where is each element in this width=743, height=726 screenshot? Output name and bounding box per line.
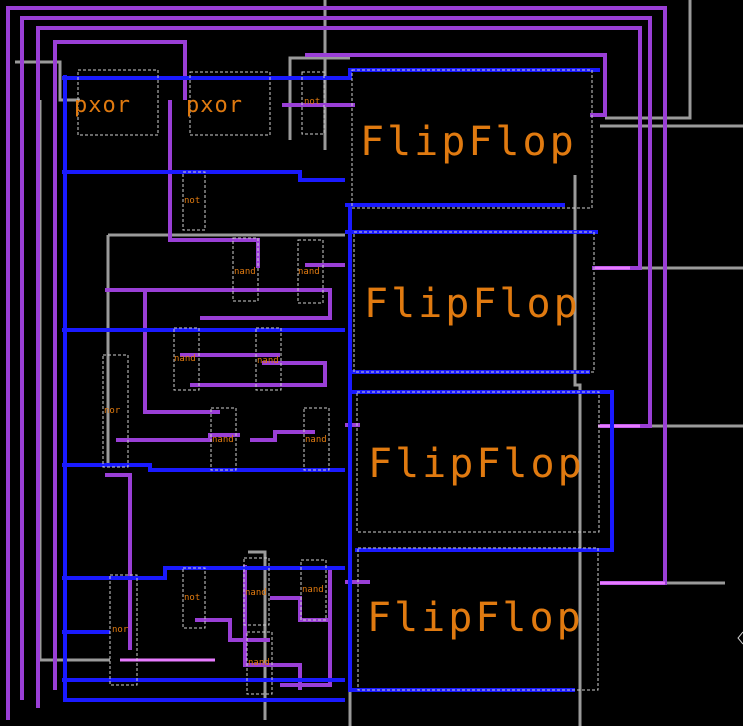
wire <box>573 175 582 726</box>
wire <box>105 288 332 320</box>
wire <box>105 473 132 650</box>
nor-mid-outline <box>102 354 129 468</box>
nand-8-label: nand <box>302 585 324 595</box>
wire <box>62 170 345 182</box>
wire <box>15 60 80 102</box>
not-mid-label: not <box>184 196 201 206</box>
not-top-outline <box>301 71 325 135</box>
nand-6-label: nand <box>305 435 327 445</box>
wire <box>62 463 345 472</box>
wire <box>62 566 345 580</box>
flipflop-3-outline <box>356 391 600 533</box>
nand-5-outline <box>210 407 237 471</box>
nand-7-label: nand <box>245 588 267 598</box>
wire <box>288 56 350 140</box>
wire <box>243 565 302 690</box>
arrow-icon <box>737 631 743 645</box>
nand-1-outline <box>232 237 259 302</box>
nor-bottom-outline <box>109 574 138 686</box>
wire <box>605 0 692 120</box>
flipflop-2-label: FlipFlop <box>364 281 581 327</box>
wire <box>190 361 327 387</box>
nand-7-outline <box>243 557 270 626</box>
xor-1-label: pxor <box>74 93 131 118</box>
flipflop-1-outline <box>351 69 593 209</box>
connector-arrow <box>737 631 743 645</box>
nand-4-label: nand <box>257 356 279 366</box>
nand-1-label: nand <box>234 267 256 277</box>
nand-6-outline <box>303 407 330 471</box>
not-bottom-label: not <box>184 593 201 603</box>
nor-bottom-label: nor <box>112 625 129 635</box>
xor-2-label: pxor <box>186 93 243 118</box>
cell-outlines <box>77 69 600 695</box>
flipflop-1-label: FlipFlop <box>360 119 577 165</box>
nand-3-outline <box>173 327 200 391</box>
pink-wires <box>120 266 665 662</box>
wire <box>195 618 270 642</box>
nand-8-outline <box>300 559 327 621</box>
wire <box>280 570 332 687</box>
wire <box>350 390 614 552</box>
nor-mid-label: nor <box>104 406 121 416</box>
wire <box>53 40 187 690</box>
nand-9-outline <box>246 631 273 695</box>
not-top-label: not <box>304 97 321 107</box>
flipflop-4-label: FlipFlop <box>367 595 584 641</box>
xor-2-outline <box>189 71 271 136</box>
wire <box>63 75 345 702</box>
nand-5-label: nand <box>212 435 234 445</box>
nand-3-label: nand <box>174 354 196 364</box>
wire <box>270 596 330 622</box>
not-bottom-outline <box>182 567 206 629</box>
wire <box>143 290 220 414</box>
wire <box>250 430 315 442</box>
nand-2-outline <box>297 239 324 304</box>
not-mid-outline <box>182 171 206 231</box>
xor-1-outline <box>77 69 159 136</box>
wire <box>62 68 600 80</box>
wire <box>305 53 607 117</box>
flipflop-2-outline <box>353 231 595 373</box>
nand-9-label: nand <box>248 658 270 668</box>
flipflop-3-label: FlipFlop <box>368 441 585 487</box>
nand-4-outline <box>255 327 282 391</box>
wire <box>116 433 240 442</box>
nand-2-label: nand <box>298 267 320 277</box>
flipflop-4-outline <box>357 547 599 691</box>
wire <box>248 550 267 720</box>
